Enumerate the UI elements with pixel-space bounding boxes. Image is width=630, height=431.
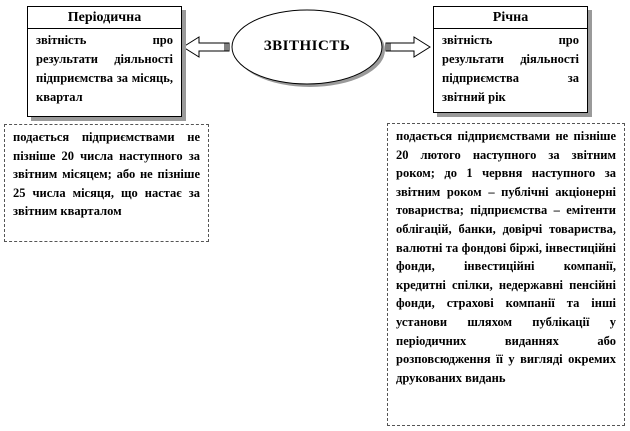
center-ellipse bbox=[231, 9, 383, 85]
annual-title: Річна bbox=[434, 7, 587, 29]
periodic-description: звітність про результати діяльності підп… bbox=[36, 33, 173, 104]
annual-note-box: подається підприємствами не пізніше 20 л… bbox=[387, 123, 625, 426]
center-label: ЗВІТНІСТЬ bbox=[263, 37, 351, 54]
annual-box: Річна звітність про результати діяльност… bbox=[433, 6, 588, 113]
annual-description: звітність про результати діяльності підп… bbox=[442, 33, 579, 104]
periodic-title: Періодична bbox=[28, 7, 181, 29]
periodic-note: подається підприємствами не пізніше 20 ч… bbox=[13, 130, 200, 219]
right-arrow bbox=[385, 36, 431, 58]
periodic-note-box: подається підприємствами не пізніше 20 ч… bbox=[4, 124, 209, 242]
periodic-box: Періодична звітність про результати діял… bbox=[27, 6, 182, 117]
left-arrow bbox=[182, 36, 230, 58]
annual-note: подається підприємствами не пізніше 20 л… bbox=[396, 129, 616, 385]
